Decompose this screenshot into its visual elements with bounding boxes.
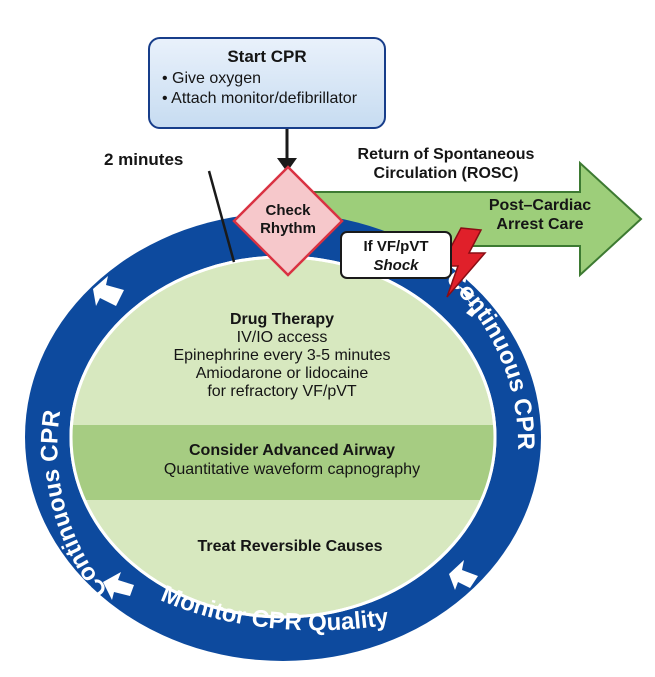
post-arrest-care-label: Post–Cardiac Arrest Care <box>470 196 610 234</box>
drug-therapy-line: for refractory VF/pVT <box>207 383 357 400</box>
airway-section: Consider Advanced Airway Quantitative wa… <box>96 441 488 479</box>
start-bullet-monitor: • Attach monitor/defibrillator <box>162 90 358 107</box>
drug-therapy-section: Drug Therapy IV/IO access Epinephrine ev… <box>102 311 462 401</box>
down-arrow-icon <box>449 560 478 590</box>
start-cpr-box: Start CPR • Give oxygen • Attach monitor… <box>148 37 386 129</box>
shock-line1: If VF/pVT <box>363 238 429 255</box>
shock-line2: Shock <box>373 257 419 274</box>
shock-box: If VF/pVT Shock <box>340 231 452 279</box>
check-line2: Rhythm <box>260 220 316 237</box>
check-rhythm-diamond <box>232 165 344 277</box>
rosc-line1: Return of Spontaneous <box>357 146 535 163</box>
airway-band <box>71 425 495 500</box>
drug-therapy-line: IV/IO access <box>236 329 328 346</box>
airway-heading: Consider Advanced Airway <box>189 442 395 459</box>
start-bullet-oxygen: • Give oxygen <box>162 70 261 87</box>
post-arrest-line2: Arrest Care <box>496 216 584 233</box>
drug-therapy-heading: Drug Therapy <box>229 311 334 328</box>
right-arrow-icon <box>93 276 124 306</box>
check-line1: Check <box>265 202 311 219</box>
reversible-causes-label: Treat Reversible Causes <box>197 538 383 555</box>
rosc-line2: Circulation (ROSC) <box>373 165 519 182</box>
rosc-label: Return of Spontaneous Circulation (ROSC) <box>312 145 580 183</box>
drug-therapy-line: Amiodarone or lidocaine <box>195 365 369 382</box>
start-cpr-title: Start CPR <box>227 47 307 66</box>
two-minutes-label: 2 minutes <box>104 150 184 169</box>
down-arrow-icon <box>277 158 297 172</box>
drug-therapy-line: Epinephrine every 3-5 minutes <box>173 347 391 364</box>
post-arrest-line1: Post–Cardiac <box>488 197 592 214</box>
check-rhythm-label: Check Rhythm <box>247 202 329 238</box>
airway-detail: Quantitative waveform capnography <box>163 461 421 478</box>
two-minutes-pointer <box>207 170 236 263</box>
down-arrow-icon <box>459 286 486 317</box>
left-arrow-icon <box>103 572 134 600</box>
